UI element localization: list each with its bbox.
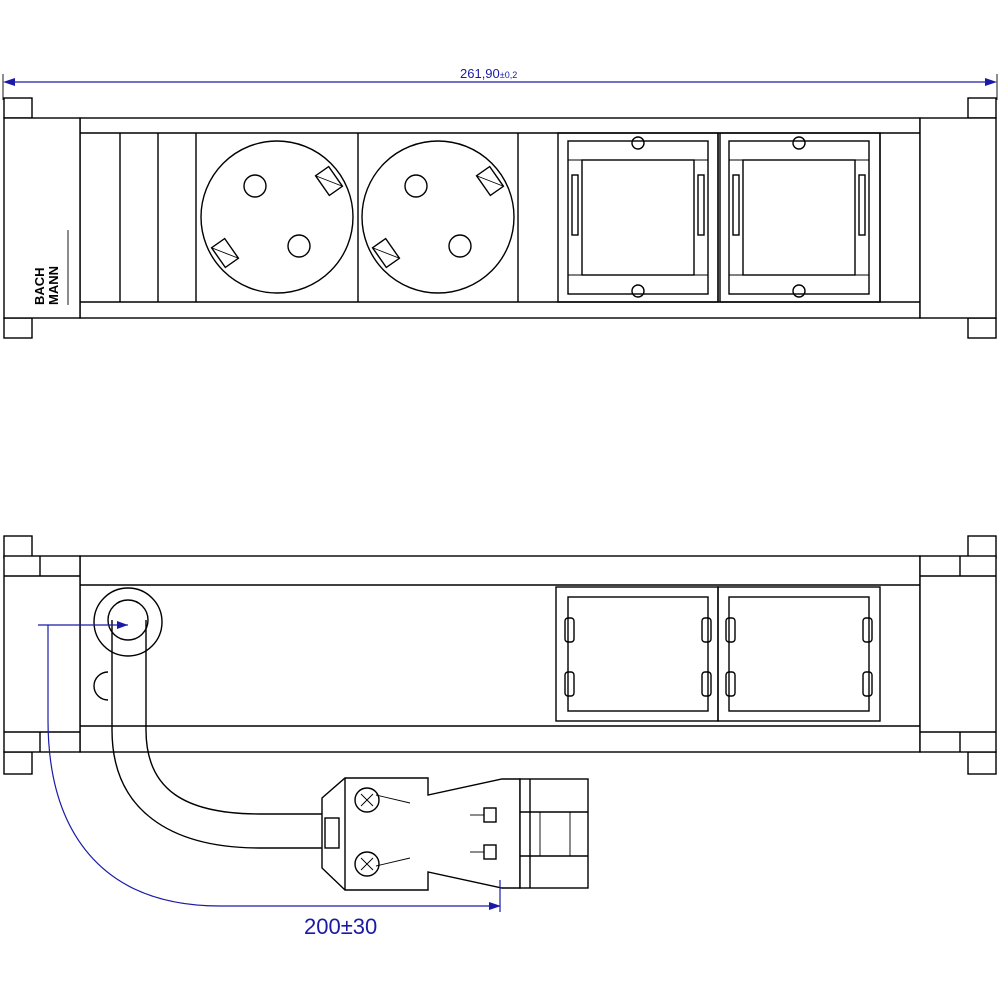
- overall-length-value: 261,90: [460, 66, 500, 81]
- bottom-view: 200±30: [3, 535, 997, 939]
- top-view: 261,90±0,2 BACH MANN: [2, 66, 998, 339]
- mounting-clip-bottom-right: [967, 317, 997, 339]
- cable-length-value: 200±30: [304, 914, 377, 939]
- mounting-clip-bottom-view-tl: [3, 535, 33, 559]
- profile-body-top: [79, 117, 921, 319]
- data-module-top-1: [557, 132, 719, 303]
- overall-length-dimension: 261,90±0,2: [2, 66, 998, 100]
- cable-length-dimension: 200±30: [38, 621, 501, 939]
- data-module-top-2: [719, 132, 881, 303]
- end-cap-left-bottom: [3, 555, 81, 753]
- mounting-clip-bottom-view-br: [967, 751, 997, 775]
- overall-length-tolerance: ±0,2: [500, 70, 517, 80]
- logo-line-1: BACH: [32, 267, 47, 305]
- mounting-clip-top-left: [3, 97, 33, 119]
- mounting-clip-bottom-view-bl: [3, 751, 33, 775]
- svg-text:261,90±0,2: 261,90±0,2: [460, 66, 517, 81]
- bachmann-logo: BACH MANN: [32, 266, 61, 305]
- end-cap-left-top: [3, 117, 81, 319]
- schuko-socket-1: [200, 133, 359, 302]
- blank-panels: [119, 133, 197, 302]
- end-cap-right-bottom: [919, 555, 997, 753]
- mounting-clip-bottom-view-tr: [967, 535, 997, 559]
- logo-line-2: MANN: [46, 266, 61, 305]
- data-module-bottom-2: [717, 586, 881, 722]
- cable-gland: [93, 587, 163, 701]
- mounting-clip-top-right: [967, 97, 997, 119]
- power-cable: [111, 620, 322, 849]
- schuko-socket-2: [361, 133, 519, 302]
- gst18-connector: [321, 777, 589, 891]
- profile-body-bottom: [79, 555, 921, 753]
- end-cap-right-top: [919, 117, 997, 319]
- mounting-clip-bottom-left: [3, 317, 33, 339]
